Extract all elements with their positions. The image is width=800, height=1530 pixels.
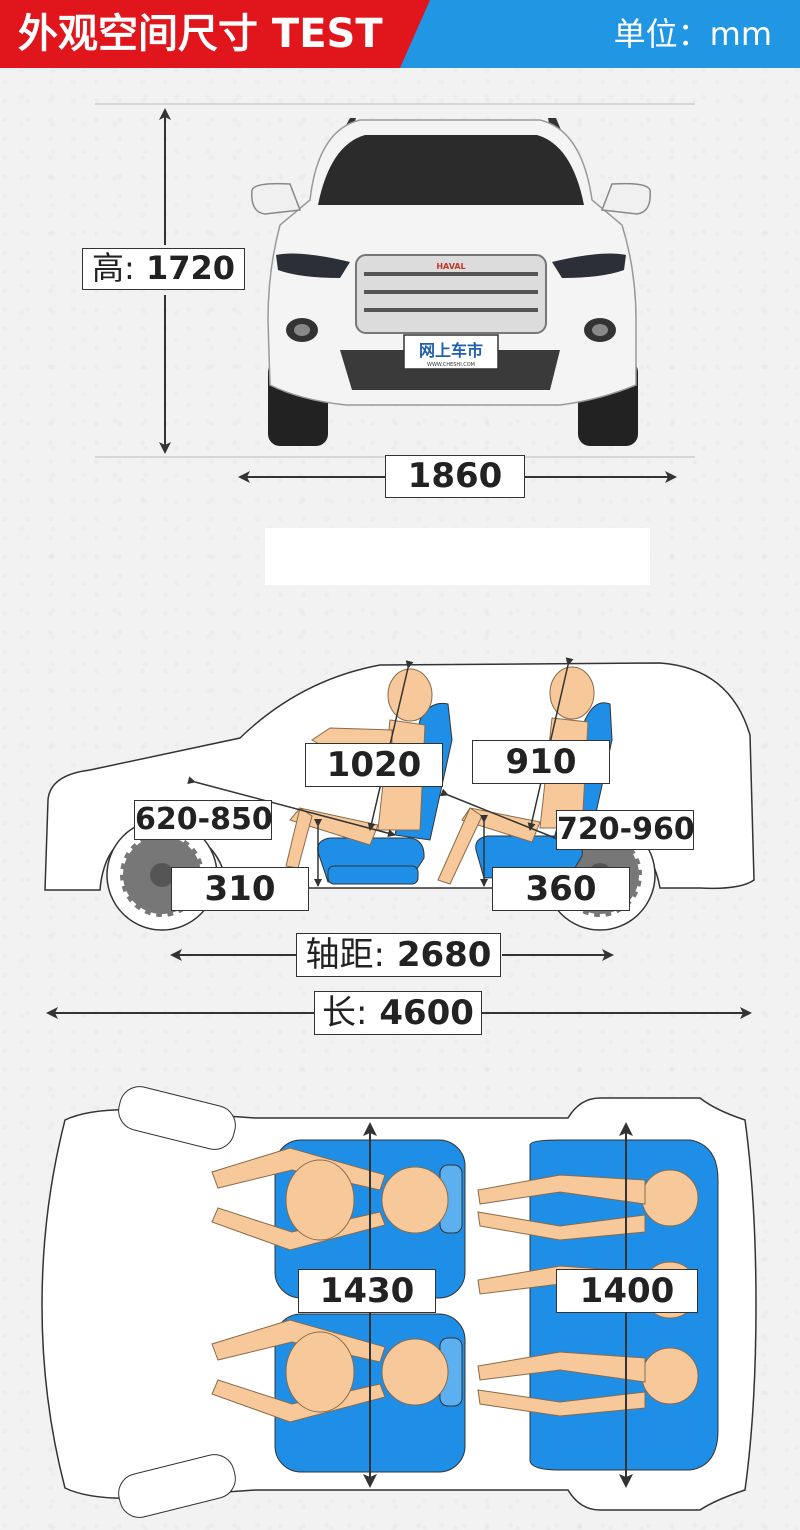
width-label: 1860 [385, 455, 525, 498]
front-legroom-label: 620-850 [134, 800, 273, 840]
front-car-illustration: HAVAL 网上车市 WWW.CHESHI.COM [251, 118, 651, 446]
svg-text:HAVAL: HAVAL [436, 262, 465, 271]
height-label: 高: 1720 [82, 248, 245, 290]
front-headroom-label: 1020 [305, 743, 443, 787]
front-view-drawing: HAVAL 网上车市 WWW.CHESHI.COM [95, 103, 695, 483]
rear-seat-height-label: 360 [492, 867, 630, 911]
svg-text:网上车市: 网上车市 [419, 341, 483, 360]
header-bar: 外观空间尺寸 TEST 单位：mm [0, 0, 800, 68]
page-title: 外观空间尺寸 TEST [18, 11, 383, 57]
header-red-banner [0, 0, 430, 68]
rear-shoulder-label: 1400 [556, 1269, 698, 1313]
wheelbase-label: 轴距: 2680 [296, 933, 501, 977]
rear-legroom-label: 720-960 [556, 810, 695, 850]
svg-text:WWW.CHESHI.COM: WWW.CHESHI.COM [427, 362, 475, 368]
length-label: 长: 4600 [314, 991, 482, 1035]
front-seat-height-label: 310 [171, 867, 309, 911]
blank-banner [265, 528, 650, 585]
front-shoulder-label: 1430 [298, 1269, 436, 1313]
rear-headroom-label: 910 [472, 740, 610, 784]
unit-label: 单位：mm [613, 15, 772, 53]
